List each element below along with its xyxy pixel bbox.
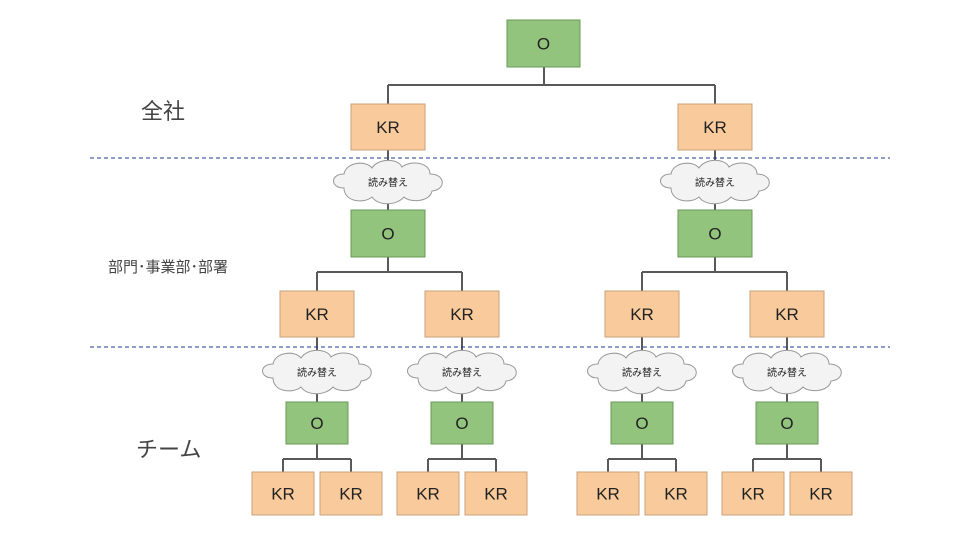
key-result-label: KR [339, 485, 363, 504]
key-result-label: KR [703, 118, 727, 137]
objective-label: O [455, 414, 468, 433]
objective-label: O [780, 414, 793, 433]
key-result-company-2: KR [677, 103, 753, 151]
objective-label: O [537, 35, 550, 54]
translate-label: 読み替え [695, 176, 735, 189]
objective-label: O [381, 225, 394, 244]
key-result-label: KR [450, 305, 474, 324]
key-result-team-3-1: KR [576, 471, 640, 516]
key-result-label: KR [741, 485, 765, 504]
objective-label: O [310, 414, 323, 433]
objective-team-2: O [430, 401, 494, 445]
translate-cloud-team-4: 読み替え [732, 349, 842, 395]
level-label-team: チーム [136, 438, 202, 463]
key-result-division-1-2: KR [424, 290, 500, 338]
objective-team-1: O [285, 401, 349, 445]
key-result-label: KR [484, 485, 508, 504]
key-result-company-1: KR [350, 103, 426, 151]
key-result-label: KR [305, 305, 329, 324]
key-result-team-3-2: KR [644, 471, 708, 516]
key-result-team-4-1: KR [721, 471, 785, 516]
level-label-company: 全社 [141, 100, 186, 125]
objective-team-3: O [610, 401, 674, 445]
key-result-division-2-2: KR [749, 290, 825, 338]
translate-label: 読み替え [767, 366, 807, 379]
objective-division-2: O [677, 209, 753, 258]
translate-cloud-team-2: 読み替え [407, 349, 517, 395]
translate-label: 読み替え [368, 176, 408, 189]
key-result-team-1-1: KR [251, 471, 315, 516]
key-result-division-1-1: KR [279, 290, 355, 338]
key-result-team-2-2: KR [464, 471, 528, 516]
key-result-division-2-1: KR [604, 290, 680, 338]
translate-label: 読み替え [442, 366, 482, 379]
translate-cloud-team-3: 読み替え [587, 349, 697, 395]
translate-cloud-division-1: 読み替え [333, 159, 443, 205]
level-label-division: 部門･事業部･部署 [108, 258, 229, 276]
key-result-label: KR [596, 485, 620, 504]
objective-label: O [708, 225, 721, 244]
key-result-label: KR [630, 305, 654, 324]
key-result-team-4-2: KR [789, 471, 853, 516]
objective-team-4: O [755, 401, 819, 445]
key-result-label: KR [775, 305, 799, 324]
key-result-team-1-2: KR [319, 471, 383, 516]
translate-label: 読み替え [622, 366, 662, 379]
key-result-team-2-1: KR [396, 471, 460, 516]
key-result-label: KR [271, 485, 295, 504]
key-result-label: KR [809, 485, 833, 504]
translate-cloud-division-2: 読み替え [660, 159, 770, 205]
key-result-label: KR [376, 118, 400, 137]
translate-label: 読み替え [297, 366, 337, 379]
key-result-label: KR [664, 485, 688, 504]
translate-cloud-team-1: 読み替え [262, 349, 372, 395]
key-result-label: KR [416, 485, 440, 504]
objective-label: O [635, 414, 648, 433]
objective-company: O [506, 19, 581, 68]
objective-division-1: O [350, 209, 426, 258]
